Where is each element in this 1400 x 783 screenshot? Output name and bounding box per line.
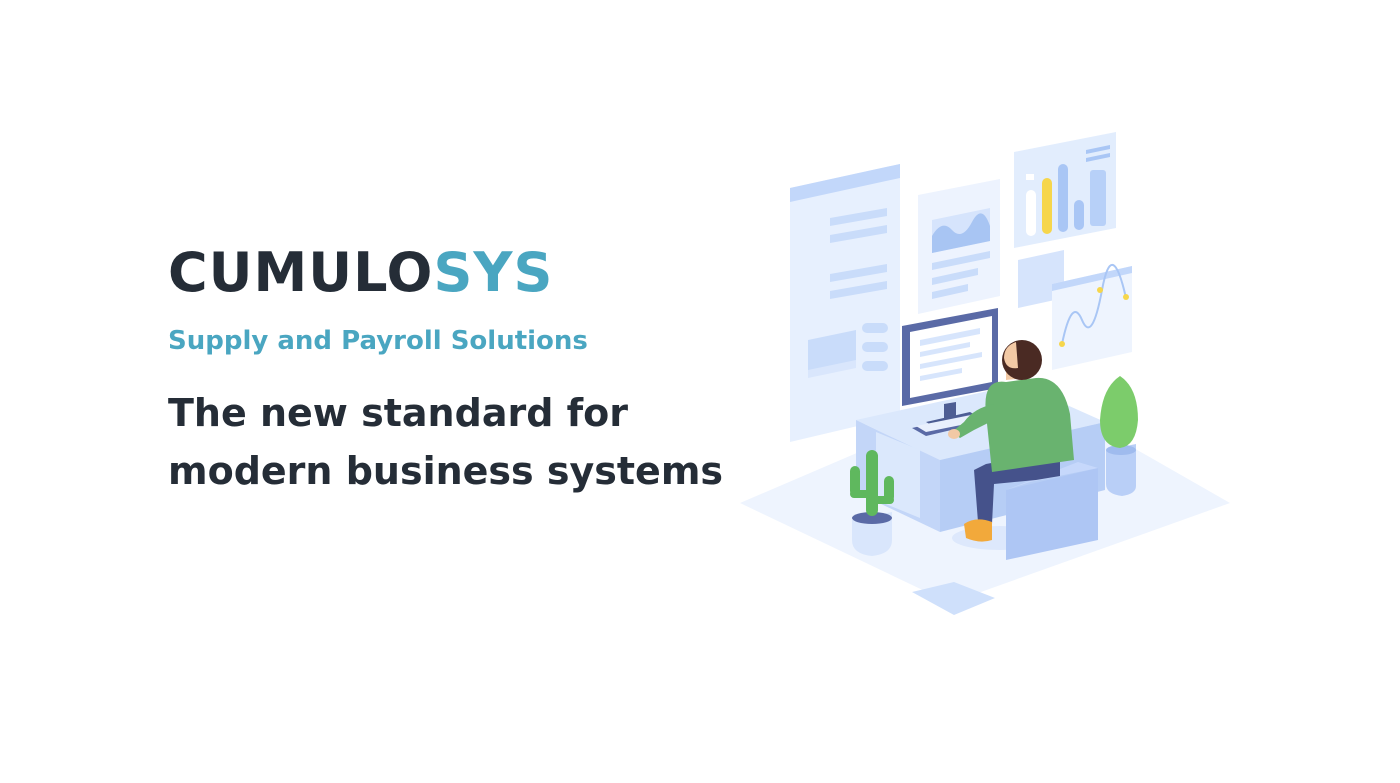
computer-monitor (902, 308, 998, 430)
workspace-illustration (740, 132, 1230, 615)
bar-chart-panel (1014, 132, 1116, 248)
leaf-plant (1100, 376, 1138, 496)
brand-name-part1: CUMULO (168, 241, 434, 304)
floor-tile (912, 582, 995, 615)
hero-headline-line1: The new standard for (168, 391, 629, 435)
person-at-desk (948, 340, 1098, 560)
tall-info-panel (790, 164, 900, 442)
cactus-plant (850, 450, 894, 556)
line-chart-panel (1052, 264, 1132, 370)
brand-name-part2: SYS (433, 241, 554, 304)
hero-headline: The new standard for modern business sys… (168, 384, 728, 500)
hero-text: CUMULOSYS Supply and Payroll Solutions T… (168, 240, 728, 500)
hero-headline-line2: modern business systems (168, 449, 724, 493)
area-chart-panel (918, 179, 1000, 314)
brand-tagline: Supply and Payroll Solutions (168, 326, 588, 356)
brand-logo: CUMULOSYS (168, 240, 728, 306)
